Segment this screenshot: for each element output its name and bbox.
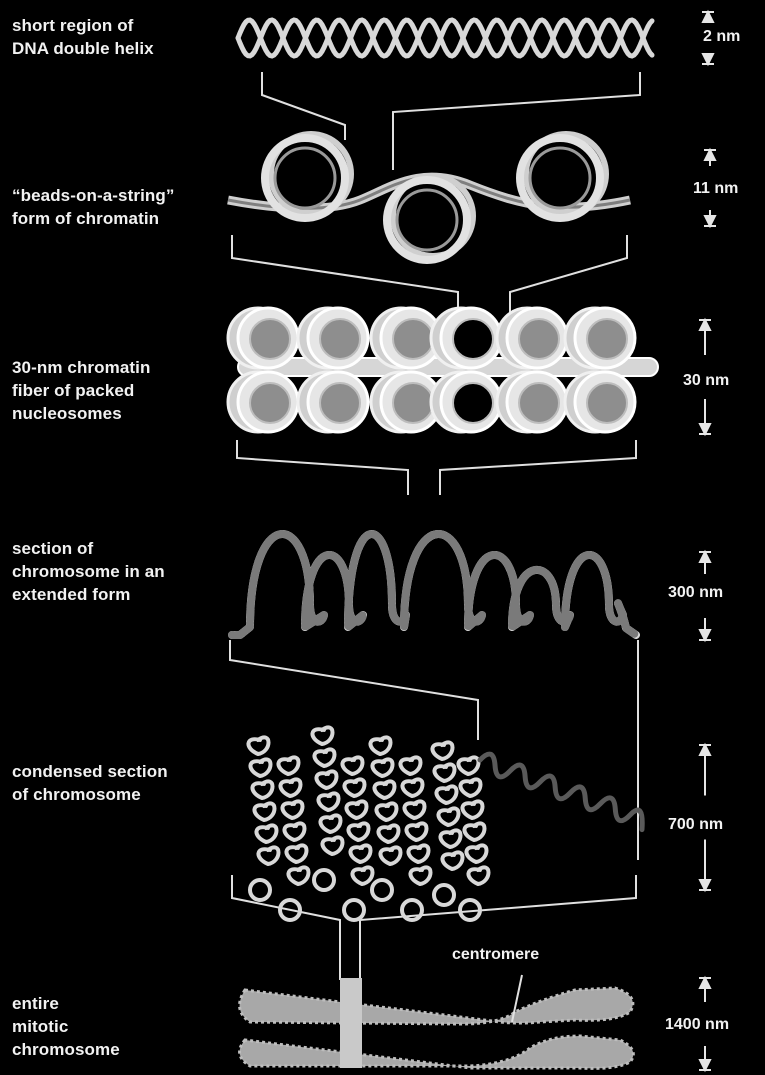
condensed-chromosome-section: [248, 727, 648, 920]
centromere-label: centromere: [452, 946, 539, 964]
extended-chromosome-section: [232, 534, 636, 635]
beads-on-a-string: [228, 134, 630, 260]
scale-30nm: 30 nm: [683, 372, 729, 390]
30nm-chromatin-fiber: [228, 308, 658, 432]
mitotic-chromosome: [240, 978, 634, 1068]
label-beads-on-string: “beads-on-a-string”form of chromatin: [12, 184, 174, 230]
scale-300nm: 300 nm: [668, 584, 723, 602]
scale-1400nm: 1400 nm: [665, 1016, 729, 1034]
scale-bars: [699, 12, 716, 1070]
scale-2nm: 2 nm: [703, 28, 740, 46]
scale-11nm: 11 nm: [693, 180, 738, 198]
scale-700nm: 700 nm: [668, 816, 723, 834]
dna-double-helix: [238, 20, 652, 56]
